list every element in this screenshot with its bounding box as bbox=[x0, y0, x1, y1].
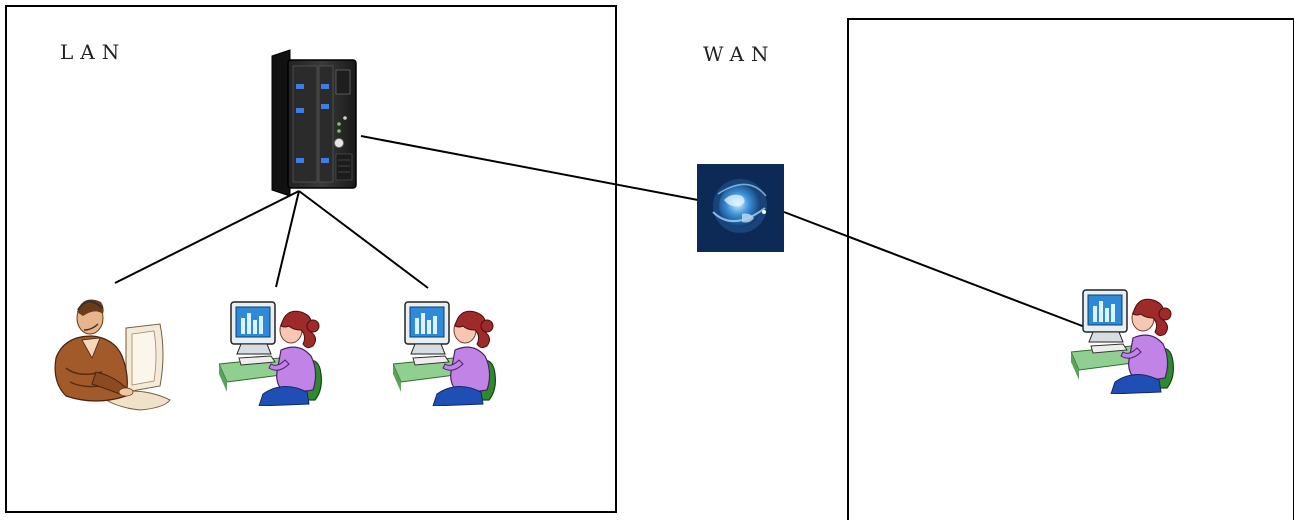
server-tower-icon bbox=[271, 49, 357, 197]
wan-label: WAN bbox=[703, 42, 776, 66]
woman-at-computer-icon bbox=[219, 301, 323, 406]
globe-network-icon bbox=[697, 164, 784, 252]
line-server-woman-1 bbox=[275, 190, 300, 288]
lan-label: LAN bbox=[60, 40, 127, 64]
woman-at-computer-icon bbox=[393, 301, 497, 406]
remote-frame bbox=[847, 18, 1294, 520]
line-server-globe bbox=[360, 135, 699, 201]
remote-woman-at-computer-icon bbox=[1071, 289, 1175, 394]
line-server-man bbox=[114, 190, 300, 284]
line-globe-remote bbox=[783, 211, 1086, 328]
man-at-computer-icon bbox=[54, 298, 171, 411]
line-server-woman-2 bbox=[298, 190, 429, 289]
connection-lines bbox=[114, 135, 1086, 328]
lan-frame bbox=[5, 5, 617, 513]
